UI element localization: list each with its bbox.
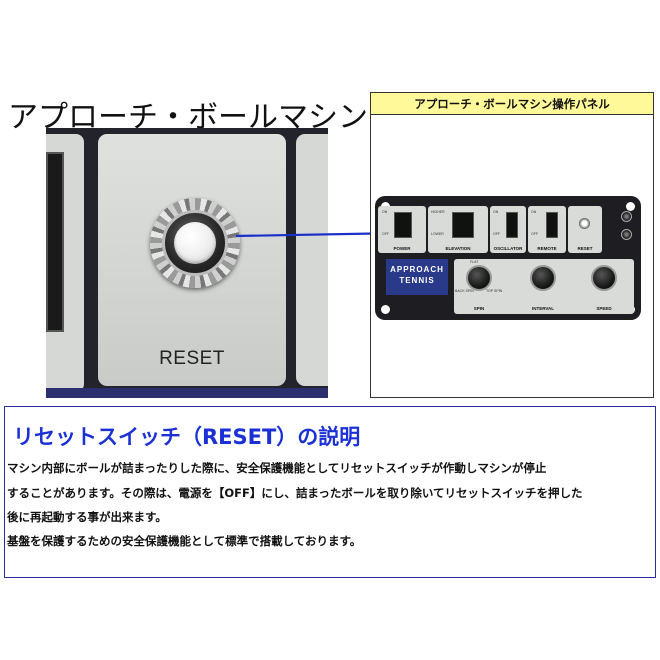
reset-button[interactable] [579, 218, 590, 229]
logo-line-1: APPROACH [390, 265, 444, 274]
reset-module: RESET [568, 206, 602, 253]
knob-section: FLAT BACK SPIN TOP SPIN SPIN INTERVAL SP… [454, 259, 634, 314]
power-off-label: OFF [382, 232, 389, 236]
reset-ring [162, 210, 228, 276]
oscillator-off-label: OFF [493, 232, 500, 236]
machine-control-panel: ON OFF POWER HIGHER LOWER ELEVATION ON O… [375, 196, 641, 320]
mount-hole [626, 202, 635, 211]
photo-left-plate [46, 134, 84, 392]
elevation-switch[interactable] [452, 212, 474, 238]
power-switch[interactable] [394, 212, 412, 238]
description-line: することがあります。その際は、電源を【OFF】にし、詰まったボールを取り除いてリ… [7, 486, 583, 500]
photo-blue-band [46, 388, 328, 398]
power-on-label: ON [382, 210, 388, 214]
photo-switch-slot [46, 152, 64, 332]
indicator-lamp [621, 229, 632, 240]
spin-label: SPIN [473, 306, 485, 311]
interval-label: INTERVAL [531, 306, 555, 311]
remote-off-label: OFF [531, 232, 538, 236]
interval-knob[interactable] [530, 265, 556, 291]
photo-reset-label: RESET [159, 348, 225, 369]
oscillator-module: ON OFF OSCILLATOR [490, 206, 526, 253]
speed-label: SPEED [596, 306, 612, 311]
remote-module: ON OFF REMOTE [528, 206, 566, 253]
elevation-module: HIGHER LOWER ELEVATION [428, 206, 488, 253]
description-box: リセットスイッチ（RESET）の説明 マシン内部にボールが詰まったりした際に、安… [4, 406, 656, 578]
reset-button-photo [174, 222, 216, 264]
spin-back-label: BACK SPIN [455, 289, 474, 293]
description-line: マシン内部にボールが詰まったりした際に、安全保護機能としてリセットスイッチが作動… [7, 461, 547, 475]
remote-on-label: ON [531, 210, 537, 214]
reset-label: RESET [577, 246, 593, 251]
speed-knob[interactable] [591, 265, 617, 291]
fuse-holder [621, 211, 632, 222]
panel-header: アプローチ・ボールマシン操作パネル [371, 93, 653, 115]
photo-right-plate [296, 134, 328, 386]
power-label: POWER [393, 246, 411, 251]
elevation-lower-label: LOWER [431, 232, 444, 236]
oscillator-on-label: ON [493, 210, 499, 214]
control-panel-box: アプローチ・ボールマシン操作パネル ON OFF POWER HIGHER LO… [370, 92, 654, 398]
oscillator-switch[interactable] [506, 212, 518, 238]
reset-switch-photo: RESET [46, 128, 328, 398]
remote-switch[interactable] [546, 212, 558, 238]
spin-flat-label: FLAT [470, 260, 479, 264]
spin-knob[interactable] [466, 265, 492, 291]
power-module: ON OFF POWER [378, 206, 426, 253]
description-line: 基盤を保護するための安全保護機能として標準で搭載しております。 [7, 534, 362, 548]
mount-hole [381, 305, 390, 314]
oscillator-label: OSCILLATOR [493, 246, 523, 251]
logo-line-2: TENNIS [399, 276, 435, 285]
approach-tennis-logo: APPROACH TENNIS [386, 259, 448, 295]
description-title: リセットスイッチ（RESET）の説明 [13, 425, 361, 449]
elevation-label: ELEVATION [445, 246, 471, 251]
spin-top-label: TOP SPIN [486, 289, 503, 293]
description-line: 後に再起動する事が出来ます。 [7, 510, 167, 524]
remote-label: REMOTE [537, 246, 557, 251]
elevation-higher-label: HIGHER [431, 210, 445, 214]
